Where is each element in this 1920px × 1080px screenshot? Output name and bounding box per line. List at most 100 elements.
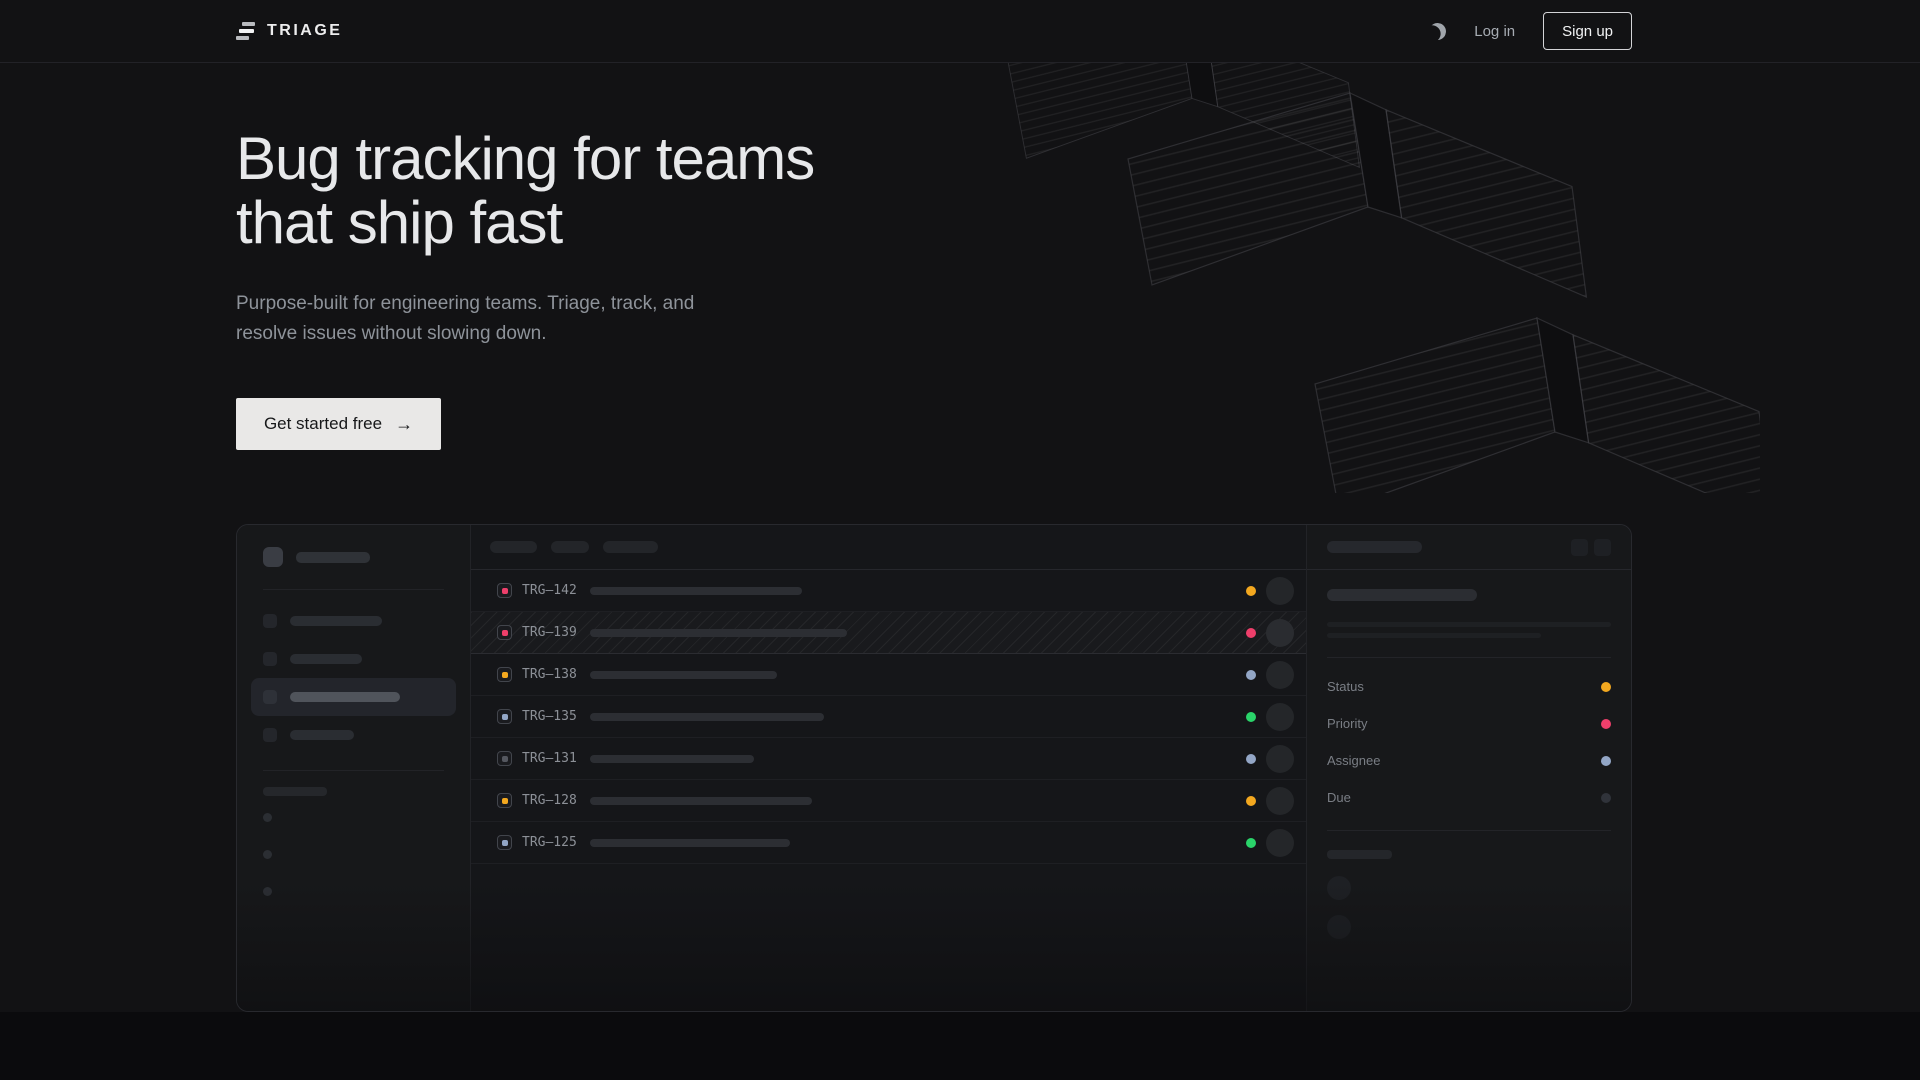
signup-button[interactable]: Sign up — [1543, 12, 1632, 50]
navbar: TRIAGE Log in Sign up — [0, 0, 1920, 63]
assignee-avatar — [1266, 660, 1294, 689]
moon-icon[interactable] — [1428, 21, 1447, 40]
issue-title-placeholder — [590, 586, 802, 595]
preview-sidebar — [237, 525, 471, 1011]
preview-list-header — [471, 525, 1306, 570]
status-dot — [1246, 711, 1256, 722]
detail-header — [1307, 525, 1631, 570]
issue-type-icon — [497, 667, 512, 682]
issue-type-icon — [497, 835, 512, 850]
preview-nav-item — [251, 640, 456, 678]
issue-type-icon — [497, 625, 512, 640]
divider — [1327, 657, 1611, 658]
status-dot — [1246, 585, 1256, 596]
issue-title-placeholder — [590, 754, 754, 763]
app-preview-card: TRG–142 TRG–139 TRG–138 TRG–135 — [236, 524, 1632, 1012]
assignee-avatar — [1266, 702, 1294, 731]
status-dot — [1246, 627, 1256, 638]
status-dot — [1601, 681, 1611, 692]
priority-dot — [1601, 718, 1611, 729]
issue-type-icon — [497, 751, 512, 766]
section-label-placeholder — [263, 787, 327, 796]
status-dot — [1246, 837, 1256, 848]
detail-text-placeholder — [1327, 633, 1541, 638]
issue-row: TRG–131 — [471, 738, 1306, 780]
activity-avatar-placeholder — [1327, 915, 1351, 939]
navbar-actions: Log in Sign up — [1429, 12, 1632, 50]
issue-title-placeholder — [590, 838, 790, 847]
issue-row: TRG–135 — [471, 696, 1306, 738]
issue-id: TRG–138 — [522, 667, 577, 682]
brand-name: TRIAGE — [267, 22, 343, 39]
issue-id: TRG–128 — [522, 793, 577, 808]
activity-label-placeholder — [1327, 850, 1392, 859]
preview-workspace-row — [263, 547, 444, 567]
due-dot — [1601, 792, 1611, 803]
brand-logo: TRIAGE — [236, 21, 342, 41]
issue-type-icon — [497, 709, 512, 724]
detail-field-priority: Priority — [1327, 705, 1611, 742]
issue-title-placeholder — [590, 712, 824, 721]
detail-action-placeholder — [1594, 538, 1611, 556]
issue-id: TRG–131 — [522, 751, 577, 766]
issue-row: TRG–128 — [471, 780, 1306, 822]
issue-title-placeholder — [590, 670, 777, 679]
issue-id: TRG–125 — [522, 835, 577, 850]
issue-title-placeholder — [590, 796, 812, 805]
issue-type-icon — [497, 583, 512, 598]
issue-id: TRG–142 — [522, 583, 577, 598]
issue-row: TRG–142 — [471, 570, 1306, 612]
status-dot — [1246, 669, 1256, 680]
list-dot-placeholder — [263, 850, 272, 859]
detail-text-placeholder — [1327, 622, 1611, 627]
preview-detail-panel: Status Priority Assignee Due — [1306, 525, 1631, 1011]
status-dot — [1246, 753, 1256, 764]
detail-field-due: Due — [1327, 779, 1611, 816]
footer-band — [0, 1012, 1920, 1080]
issue-row: TRG–125 — [471, 822, 1306, 864]
preview-issue-list: TRG–142 TRG–139 TRG–138 TRG–135 — [471, 525, 1306, 1011]
hero-subtitle: Purpose-built for engineering teams. Tri… — [236, 293, 695, 344]
get-started-button[interactable]: Get started free → — [236, 398, 441, 450]
issue-row-selected: TRG–139 — [471, 612, 1306, 654]
triage-bars-icon — [236, 21, 256, 41]
workspace-avatar-placeholder — [263, 547, 283, 567]
assignee-avatar — [1266, 576, 1294, 605]
preview-nav-item — [251, 716, 456, 754]
status-dot — [1246, 795, 1256, 806]
detail-body: Status Priority Assignee Due — [1307, 570, 1631, 939]
issue-title-placeholder — [590, 628, 847, 637]
filter-tab-placeholder — [551, 541, 589, 553]
detail-field-assignee: Assignee — [1327, 742, 1611, 779]
page-title: Bug tracking for teams that ship fast — [236, 125, 815, 256]
detail-title-placeholder — [1327, 589, 1477, 601]
wireframe-decoration — [980, 63, 1760, 493]
list-dot-placeholder — [263, 887, 272, 896]
assignee-avatar — [1266, 618, 1294, 647]
assignee-avatar — [1266, 828, 1294, 857]
filter-tab-placeholder — [490, 541, 537, 553]
issue-type-icon — [497, 793, 512, 808]
preview-nav-list — [251, 602, 456, 754]
issue-id: TRG–135 — [522, 709, 577, 724]
detail-field-status: Status — [1327, 668, 1611, 705]
workspace-name-placeholder — [296, 551, 370, 563]
preview-nav-item-active — [251, 678, 456, 716]
assignee-avatar — [1266, 744, 1294, 773]
issue-id: TRG–139 — [522, 625, 577, 640]
activity-avatar-placeholder — [1327, 876, 1351, 900]
filter-tab-placeholder — [603, 541, 658, 553]
assignee-avatar — [1266, 786, 1294, 815]
detail-fields: Status Priority Assignee Due — [1327, 668, 1611, 816]
login-link[interactable]: Log in — [1474, 22, 1516, 40]
detail-action-placeholder — [1571, 538, 1588, 556]
hero-section: Bug tracking for teams that ship fast Pu… — [236, 125, 815, 450]
preview-nav-item — [251, 602, 456, 640]
assignee-dot — [1601, 755, 1611, 766]
divider — [263, 770, 444, 771]
arrow-right-icon: → — [395, 413, 414, 434]
divider — [1327, 830, 1611, 831]
list-dot-placeholder — [263, 813, 272, 822]
detail-header-placeholder — [1327, 541, 1422, 553]
issue-row: TRG–138 — [471, 654, 1306, 696]
